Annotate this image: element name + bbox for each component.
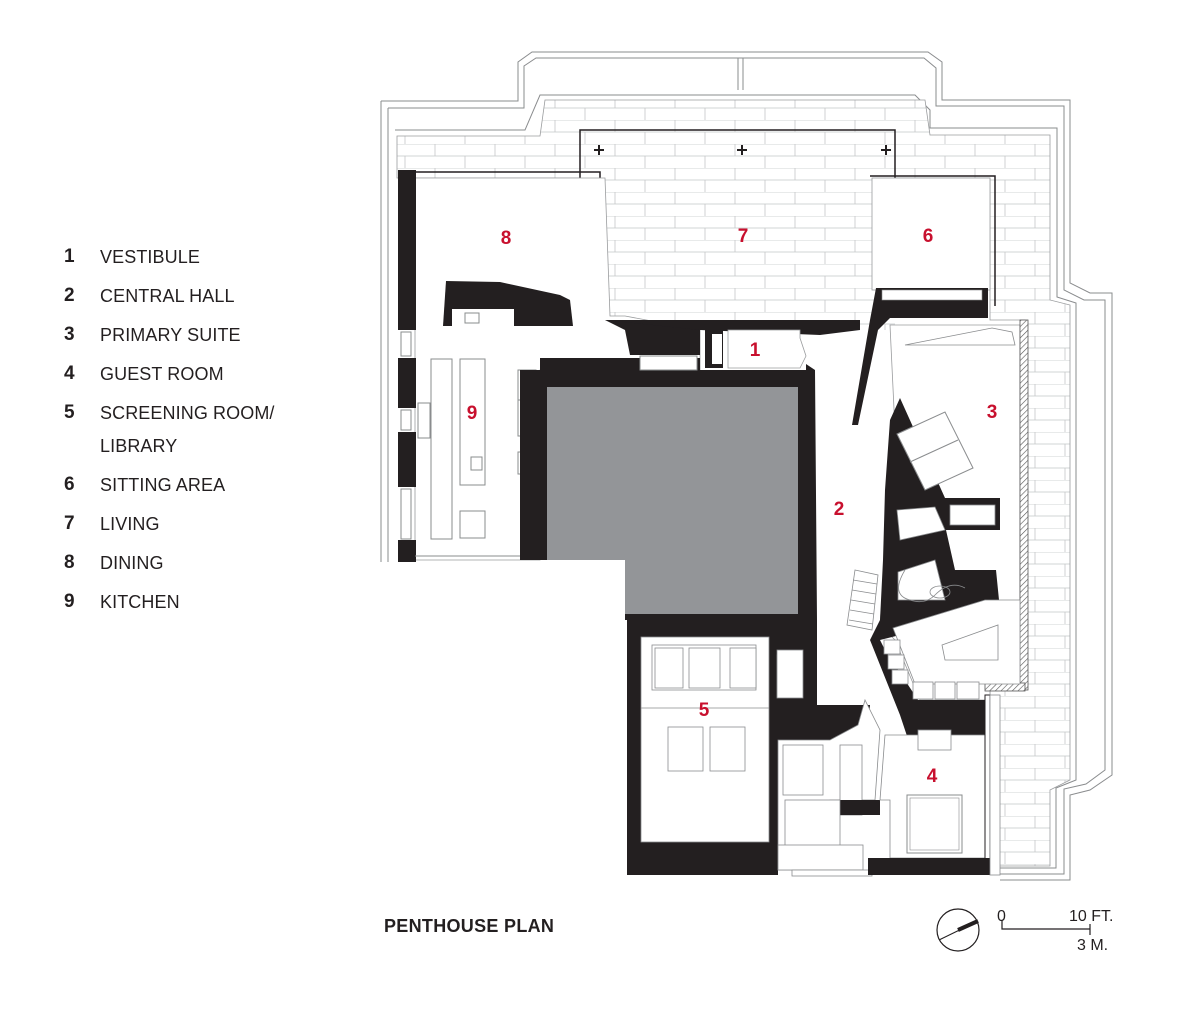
legend-number: 1: [64, 246, 75, 267]
guest-desk: [917, 729, 952, 751]
parapet-outline: [380, 51, 1113, 881]
suite-window-bench: [904, 327, 1016, 346]
suite-east-wall: [1019, 319, 1029, 691]
legend-item: 1 VESTIBULE: [64, 244, 324, 283]
legend-label: SITTING AREA: [100, 475, 226, 495]
sitting-area-wall: [852, 288, 988, 425]
vestibule-room: [727, 329, 807, 369]
legend-label: PRIMARY SUITE: [100, 325, 241, 345]
legend-number: 6: [64, 474, 75, 495]
living-boundary: [579, 129, 896, 178]
primary-bed: [896, 411, 974, 491]
legend-item: 4 GUEST ROOM: [64, 361, 324, 400]
legend-number: 7: [64, 513, 75, 534]
courtyard-void: [547, 387, 798, 614]
legend-number: 3: [64, 324, 75, 345]
legend-number: 9: [64, 591, 75, 612]
legend-item: 7 LIVING: [64, 511, 324, 550]
legend-label: LIVING: [100, 514, 160, 534]
legend-number: 2: [64, 285, 75, 306]
scale-meters: 3 M.: [1077, 937, 1108, 954]
legend-label: DINING: [100, 553, 164, 573]
crosshair-marks: [594, 145, 891, 155]
room-label-3: 3: [987, 402, 998, 423]
legend-item: 8 DINING: [64, 550, 324, 589]
room-label-8: 8: [501, 228, 512, 249]
counter: [430, 358, 453, 540]
console: [639, 355, 698, 371]
legend-item: 6 SITTING AREA: [64, 472, 324, 511]
room-labels: 1 2 3 4 5 6 7 8 9: [467, 226, 998, 787]
west-wall: [398, 170, 416, 562]
north-arrow-icon: [936, 908, 980, 952]
kitchen-island: [459, 358, 486, 486]
guest-south-wall: [868, 858, 1000, 875]
legend-label: GUEST ROOM: [100, 364, 224, 384]
stair: [846, 569, 879, 631]
room-label-2: 2: [834, 499, 845, 520]
room-legend: 1 VESTIBULE 2 CENTRAL HALL 3 PRIMARY SUI…: [64, 244, 324, 628]
legend-label: CENTRAL HALL: [100, 286, 235, 306]
dining-boundary: [400, 171, 601, 178]
scale-feet: 10 FT.: [1069, 908, 1113, 925]
scale-zero: 0: [997, 908, 1006, 925]
room-label-5: 5: [699, 700, 710, 721]
room-label-9: 9: [467, 403, 478, 424]
legend-item: 2 CENTRAL HALL: [64, 283, 324, 322]
primary-bath: [896, 504, 996, 603]
room-label-1: 1: [750, 340, 761, 361]
living-south-wall: [605, 320, 700, 355]
screening-seats: [641, 644, 792, 772]
window-openings: [400, 331, 412, 540]
legend-label: KITCHEN: [100, 592, 180, 612]
legend-item: 9 KITCHEN: [64, 589, 324, 628]
room-label-4: 4: [927, 766, 938, 787]
room-label-7: 7: [738, 226, 749, 247]
scale-bar: 0 10 FT. 3 M.: [997, 908, 1113, 954]
legend-label-line2: LIBRARY: [100, 436, 178, 456]
guest-bed: [906, 794, 963, 854]
suite-closet: [883, 599, 1021, 700]
sitting-area-boundary: [870, 175, 996, 306]
legend-number: 8: [64, 552, 75, 573]
room-label-6: 6: [923, 226, 934, 247]
legend-label: SCREENING ROOM/ LIBRARY: [100, 397, 275, 463]
legend-label: VESTIBULE: [100, 247, 200, 267]
screening-cabinet: [776, 649, 804, 699]
legend-item: 3 PRIMARY SUITE: [64, 322, 324, 361]
legend-number: 4: [64, 363, 75, 384]
legend-label-line1: SCREENING ROOM/: [100, 403, 275, 423]
plan-title: PENTHOUSE PLAN: [384, 916, 555, 936]
terrace-paving: [396, 99, 1071, 867]
legend-item: 5 SCREENING ROOM/ LIBRARY: [64, 400, 324, 472]
sideboard-item: [464, 312, 480, 324]
void-surround-wall: [520, 358, 817, 620]
vestibule-closet: [712, 334, 722, 364]
sideboard-niche: [452, 309, 514, 326]
legend-number: 5: [64, 402, 75, 423]
